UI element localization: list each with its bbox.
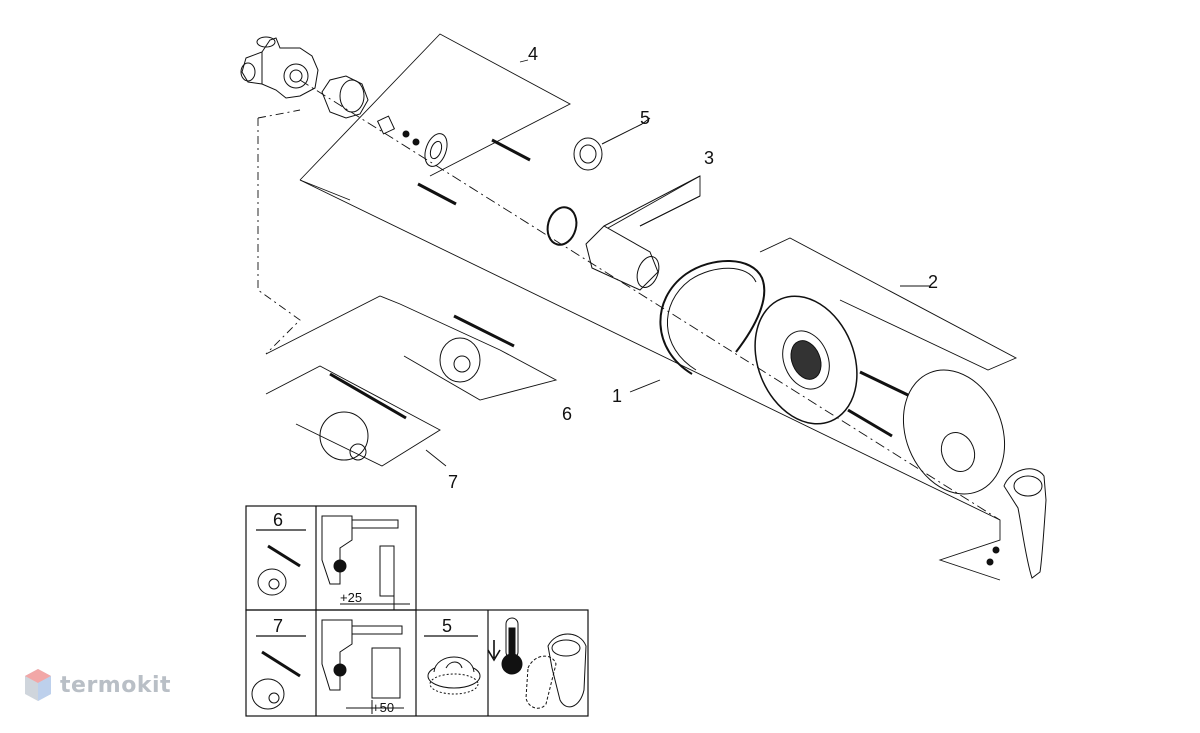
escutcheon-plate-part [902, 369, 1006, 495]
watermark-text: termokit [60, 672, 172, 698]
legend-6-parts-icon [257, 544, 301, 596]
legend-7-parts-icon [251, 650, 301, 710]
callout-1: 1 [612, 386, 622, 406]
legend-table [245, 505, 589, 717]
callout-3: 3 [704, 148, 714, 168]
callout-6: 6 [562, 404, 572, 424]
callout-7: 7 [448, 472, 458, 492]
legend-cell-7-number: 7 [273, 616, 283, 636]
thermometer-handle-icon [487, 617, 587, 709]
legend-7-dimension: +50 [372, 700, 394, 715]
termokit-logo-icon [25, 669, 51, 701]
callout-5: 5 [640, 108, 650, 128]
lever-handle-part [986, 468, 1047, 579]
legend-cell-6-number: 6 [273, 510, 283, 530]
legend-7-install-section [321, 619, 404, 714]
callout-4: 4 [528, 44, 538, 64]
legend-cell-5-number: 5 [442, 616, 452, 636]
cap-part [573, 123, 643, 171]
leader-lines [257, 33, 1018, 581]
callout-2: 2 [928, 272, 938, 292]
legend-5-cap-icon [427, 656, 481, 695]
extension-set-7-part [319, 372, 407, 461]
termokit-watermark: termokit [24, 668, 171, 702]
flange-ring-part [417, 133, 531, 206]
extension-set-6-part [439, 314, 515, 383]
mounting-plate-part [754, 295, 911, 438]
legend-6-install-section [321, 515, 410, 610]
legend-6-dimension: +25 [340, 590, 362, 605]
split-ring-part [659, 260, 766, 375]
cartridge-part [321, 75, 420, 146]
sleeve-part [546, 175, 701, 291]
valve-body-part [240, 36, 319, 99]
